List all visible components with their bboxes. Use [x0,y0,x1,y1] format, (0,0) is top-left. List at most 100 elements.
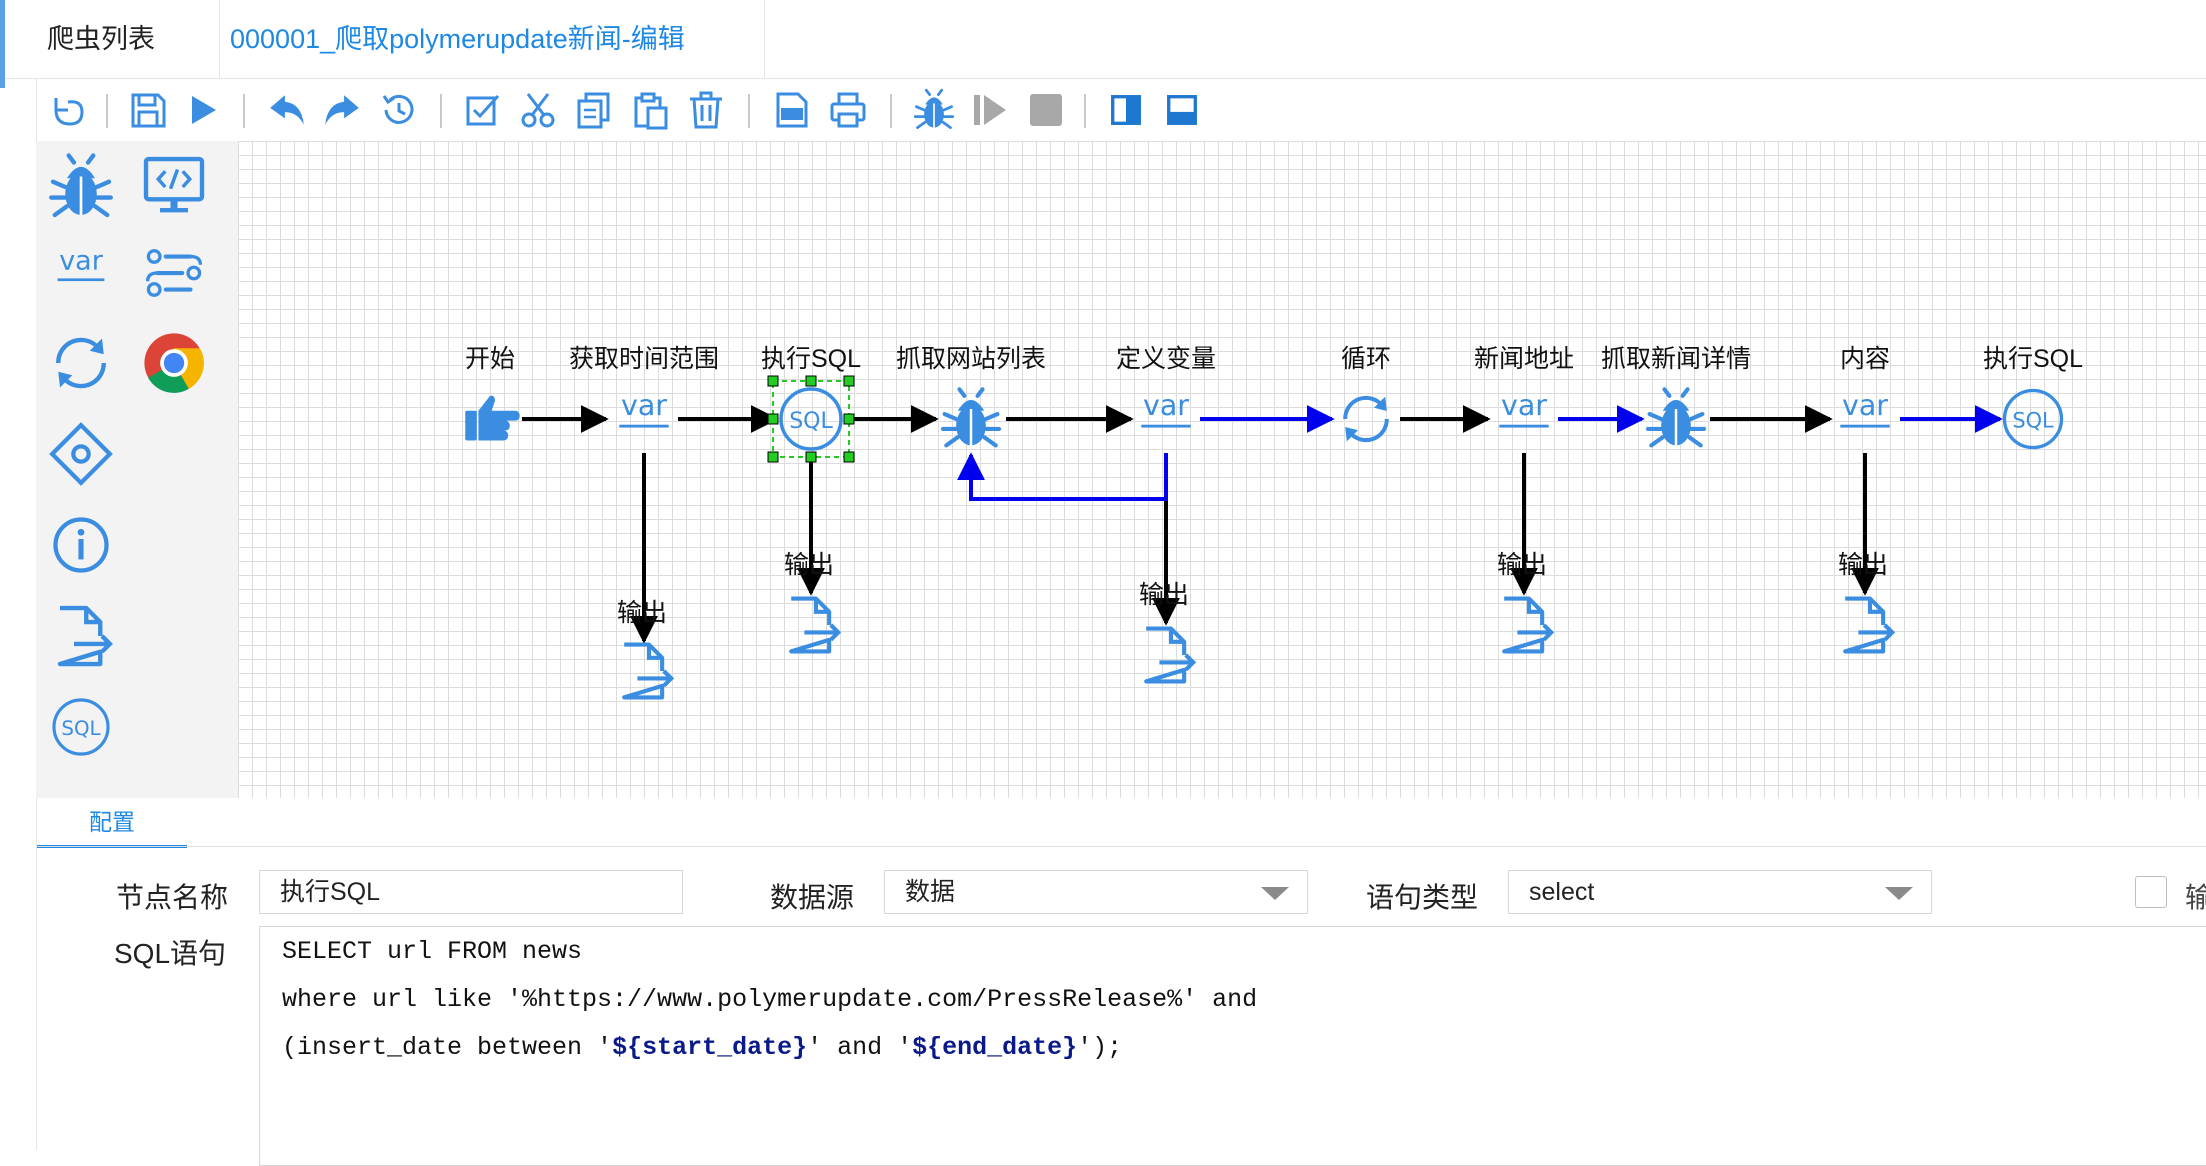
output-node[interactable] [604,631,684,711]
node-label: 抓取新闻详情 [1600,345,1752,373]
node-get-time-range[interactable] [604,379,684,459]
edge-loop-back [957,452,1168,501]
palette-output-icon[interactable] [41,596,121,676]
bottom-panel-icon[interactable] [1156,84,1208,136]
delete-icon[interactable] [680,84,732,136]
node-name-label: 节点名称 [116,882,229,913]
select-all-icon[interactable] [456,84,508,136]
tab-spider-list[interactable]: 爬虫列表 [5,0,220,78]
node-label: 执行SQL [1982,345,2084,373]
output-icon [611,638,677,704]
chevron-down-icon [1885,887,1913,900]
left-panel-icon[interactable] [1100,84,1152,136]
output-label: 输出 [1837,551,1889,579]
selection-handles[interactable] [767,375,855,463]
forward-icon[interactable] [316,84,368,136]
palette-info-icon[interactable] [41,505,121,585]
undo-icon[interactable] [40,84,92,136]
tab-editor[interactable]: 000001_爬取polymerupdate新闻-编辑 [220,0,765,78]
copy-icon[interactable] [568,84,620,136]
palette-spider-icon[interactable] [41,147,121,227]
sql-line: where url like '%https://www.polymerupda… [282,985,1258,1014]
node-label: 内容 [1839,345,1891,373]
toolbar [36,80,2206,140]
stmt-type-value: select [1529,878,1595,906]
paste-icon[interactable] [624,84,676,136]
variable-icon [1486,381,1562,457]
node-define-var[interactable] [1126,379,1206,459]
output-label: 输出 [1138,581,1190,609]
flow-canvas[interactable]: 开始 获取时间范围 执行SQL 抓取网站列表 定义变量 循环 新闻地址 抓取新闻… [238,141,2206,798]
active-tab-indicator [0,0,5,88]
variable-icon [1128,381,1204,457]
spider-icon [1643,386,1709,452]
spider-icon [938,386,1004,452]
node-label: 循环 [1340,345,1392,373]
toolbar-separator [748,94,750,128]
toolbar-separator [106,94,108,128]
node-fetch-news-detail[interactable] [1636,379,1716,459]
node-fetch-site-list[interactable] [931,379,1011,459]
sql-text: '); [1077,1033,1123,1062]
debug-icon[interactable] [908,84,960,136]
sql-line: (insert_date between '${start_date}' and… [282,1033,1122,1062]
save-icon[interactable] [122,84,174,136]
datasource-select[interactable]: 数据 [884,870,1308,914]
stmt-type-select[interactable]: select [1508,870,1932,914]
config-divider [37,846,2206,847]
palette-variable-icon[interactable] [41,233,121,313]
palette-diamond-icon[interactable] [41,414,121,494]
node-label: 抓取网站列表 [895,345,1047,373]
option-checkbox[interactable] [2135,876,2167,908]
node-label: 新闻地址 [1473,345,1575,373]
sql-line: SELECT url FROM news [282,937,583,966]
sql-editor[interactable]: SELECT url FROM news where url like '%ht… [259,926,2206,1166]
sql-label: SQL语句 [114,938,227,969]
hand-pointer-icon [457,386,523,452]
output-label: 输出 [783,551,835,579]
export-image-icon[interactable] [766,84,818,136]
palette-sql-icon[interactable] [41,687,121,767]
sql-variable: ${start_date} [612,1033,808,1062]
output-icon [1491,592,1557,658]
sql-text: (insert_date between ' [282,1033,613,1062]
node-label: 定义变量 [1115,345,1217,373]
tab-bar: 爬虫列表 000001_爬取polymerupdate新闻-编辑 [0,0,2206,79]
loop-icon [1334,387,1398,451]
node-label: 开始 [464,345,516,373]
output-icon [1133,622,1199,688]
node-exec-sql-final[interactable] [1993,379,2073,459]
output-node[interactable] [1825,585,1905,665]
variable-icon [1827,381,1903,457]
output-label: 输出 [616,599,668,627]
stmt-type-label: 语句类型 [1366,882,1479,913]
output-node[interactable] [1484,585,1564,665]
palette-function-icon[interactable] [134,233,214,313]
print-icon[interactable] [822,84,874,136]
output-node[interactable] [771,585,851,665]
node-content[interactable] [1825,379,1905,459]
tab-config[interactable]: 配置 [37,800,187,848]
node-loop[interactable] [1326,379,1406,459]
output-node[interactable] [1126,615,1206,695]
stop-icon[interactable] [1020,84,1072,136]
palette-chrome-icon[interactable] [134,323,214,403]
node-label: 执行SQL [760,345,862,373]
history-icon[interactable] [372,84,424,136]
node-start[interactable] [450,379,530,459]
variable-icon [606,381,682,457]
toolbar-separator [243,94,245,128]
datasource-value: 数据 [905,878,956,906]
palette-loop-icon[interactable] [41,323,121,403]
node-news-url[interactable] [1484,379,1564,459]
sql-text: ' and ' [807,1033,913,1062]
component-palette [36,141,238,798]
back-icon[interactable] [261,84,313,136]
node-name-input[interactable]: 执行SQL [259,870,683,914]
node-label: 获取时间范围 [568,345,720,373]
cut-icon[interactable] [512,84,564,136]
step-icon[interactable] [964,84,1016,136]
palette-code-screen-icon[interactable] [134,147,214,227]
run-icon[interactable] [176,84,228,136]
flow-edges [522,405,2003,644]
